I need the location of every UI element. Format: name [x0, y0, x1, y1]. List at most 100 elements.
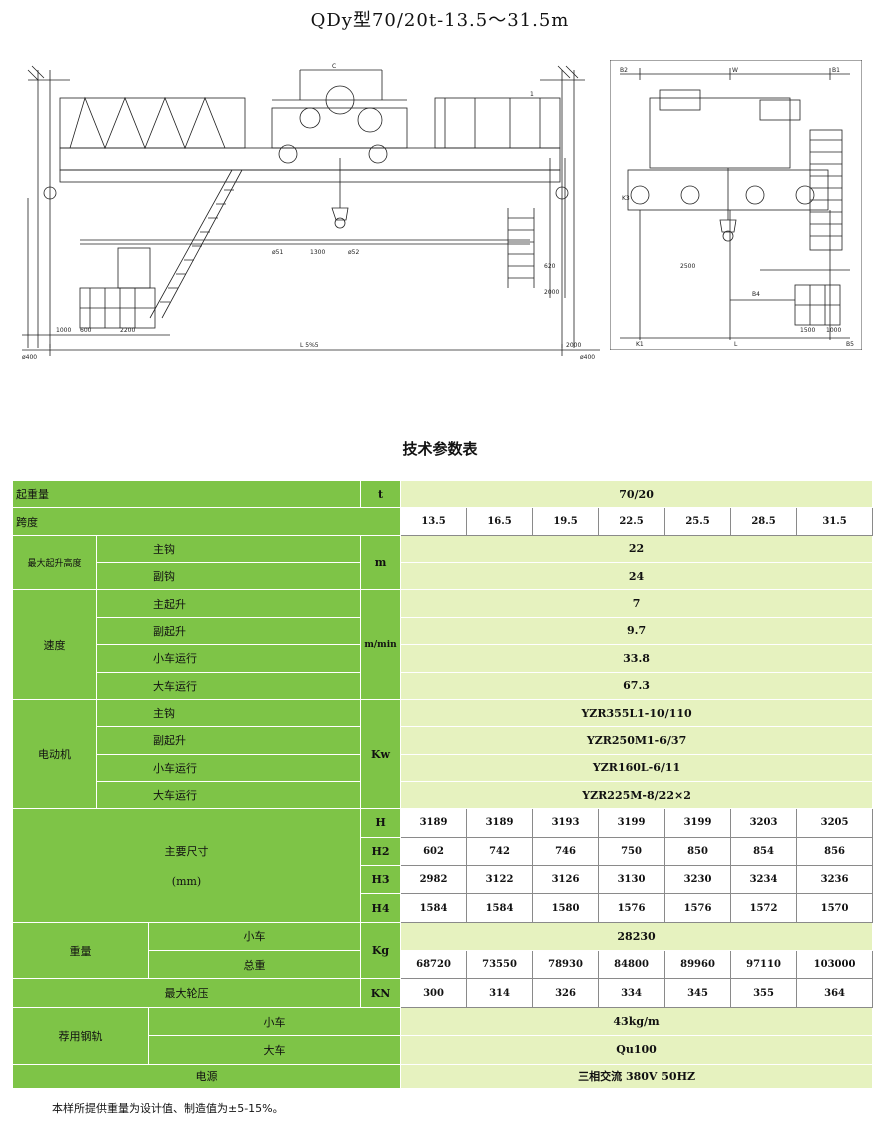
speed-label: 速度 — [12, 589, 97, 700]
dim-1000: 1000 — [826, 327, 841, 334]
speed-row-label: 主起升 — [95, 589, 362, 618]
weight-total-value: 97110 — [730, 950, 798, 980]
wheel-load-value: 300 — [400, 978, 468, 1008]
dimension-value: 1584 — [466, 893, 534, 923]
footnote: 本样所提供重量为设计值、制造值为±5-15%。 — [52, 1102, 284, 1115]
motor-value: YZR160L-6/11 — [400, 753, 874, 782]
dim-right-b: ø400 — [580, 354, 595, 361]
speed-value: 7 — [400, 589, 874, 618]
dimension-value: 3230 — [664, 865, 732, 895]
spec-table: 起重量 t 70/20 跨度 13.5 16.5 19.5 22.5 25.5 … — [11, 479, 874, 1090]
dimension-value: 3236 — [796, 865, 874, 895]
weight-total-value: 103000 — [796, 950, 874, 980]
dimension-code: H2 — [360, 836, 402, 867]
dim-right-a: 2000 — [566, 342, 581, 349]
lift-capacity-label: 起重量 — [11, 479, 362, 509]
max-height-row-label: 副钩 — [95, 562, 362, 591]
dim-hook-c: ø52 — [348, 249, 359, 256]
dimension-value: 1570 — [796, 893, 874, 923]
wheel-load-value: 364 — [796, 978, 874, 1008]
dim-left-c: 600 — [80, 327, 92, 334]
span-value: 19.5 — [532, 507, 600, 536]
power-value: 三相交流 380V 50HZ — [400, 1063, 874, 1090]
speed-row-label: 大车运行 — [95, 671, 362, 700]
wheel-load-value: 314 — [466, 978, 534, 1008]
weight-total-label: 总重 — [147, 950, 362, 980]
motor-value: YZR250M1-6/37 — [400, 726, 874, 755]
motor-row-label: 小车运行 — [95, 753, 362, 782]
dimension-value: 854 — [730, 836, 798, 867]
motor-value: YZR355L1-10/110 — [400, 698, 874, 728]
speed-value: 67.3 — [400, 671, 874, 700]
dimension-value: 746 — [532, 836, 600, 867]
dim-side-a: 620 — [544, 263, 556, 270]
dimension-value: 850 — [664, 836, 732, 867]
motor-unit: Kw — [360, 698, 402, 810]
dim-hook-a: ø51 — [272, 249, 283, 256]
dim-left-a: ø400 — [22, 354, 37, 361]
dim-b4: B4 — [752, 291, 760, 298]
dimension-value: 3130 — [598, 865, 666, 895]
weight-label: 重量 — [12, 921, 149, 980]
page-title: QDy型70/20t-13.5～31.5m — [310, 10, 570, 31]
dimension-value: 1572 — [730, 893, 798, 923]
dim-w: W — [732, 67, 738, 74]
weight-total-value: 89960 — [664, 950, 732, 980]
wheel-load-value: 345 — [664, 978, 732, 1008]
dimensions-label: 主要尺寸 — [164, 845, 209, 859]
motor-row-label: 副起升 — [95, 726, 362, 755]
weight-trolley-label: 小车 — [147, 921, 362, 952]
dim-b5: B5 — [846, 341, 854, 348]
motor-label: 电动机 — [12, 698, 97, 810]
max-height-unit: m — [360, 534, 402, 591]
dim-side-c: 1 — [530, 91, 534, 98]
rail-value: 43kg/m — [400, 1006, 874, 1037]
wheel-load-value: 326 — [532, 978, 600, 1008]
dimensions-label-cell: 主要尺寸 (mm) — [11, 808, 362, 923]
dimension-value: 742 — [466, 836, 534, 867]
dimension-value: 3205 — [796, 808, 874, 838]
dimension-value: 856 — [796, 836, 874, 867]
dim-left-d: 2200 — [120, 327, 135, 334]
dim-b1: B1 — [832, 67, 840, 74]
dimension-code: H4 — [360, 893, 402, 923]
dimension-value: 2982 — [400, 865, 468, 895]
rail-value: Qu100 — [400, 1035, 874, 1065]
dimension-value: 750 — [598, 836, 666, 867]
dimension-value: 602 — [400, 836, 468, 867]
weight-total-value: 68720 — [400, 950, 468, 980]
rail-row-label: 小车 — [147, 1006, 402, 1037]
wheel-load-unit: KN — [360, 978, 402, 1008]
motor-row-label: 主钩 — [95, 698, 362, 728]
lift-capacity-unit: t — [360, 479, 402, 509]
speed-value: 33.8 — [400, 644, 874, 673]
dim-2500: 2500 — [680, 263, 695, 270]
wheel-load-value: 334 — [598, 978, 666, 1008]
wheel-load-label: 最大轮压 — [11, 978, 362, 1008]
weight-trolley-value: 28230 — [400, 921, 874, 952]
span-value: 13.5 — [400, 507, 468, 536]
speed-row-label: 副起升 — [95, 616, 362, 646]
dimension-value: 1584 — [400, 893, 468, 923]
weight-total-value: 73550 — [466, 950, 534, 980]
span-value: 16.5 — [466, 507, 534, 536]
speed-row-label: 小车运行 — [95, 644, 362, 673]
span-value: 31.5 — [796, 507, 874, 536]
crane-front-elevation-drawing: ø400 1000 600 2200 L 5%5 2000 ø400 C ø51… — [22, 63, 600, 361]
max-height-value: 22 — [400, 534, 874, 564]
dimension-value: 1580 — [532, 893, 600, 923]
dimension-value: 3189 — [466, 808, 534, 838]
max-height-value: 24 — [400, 562, 874, 591]
dim-1500: 1500 — [800, 327, 815, 334]
span-value: 28.5 — [730, 507, 798, 536]
dimension-value: 3203 — [730, 808, 798, 838]
dim-trolley-c: C — [332, 63, 336, 70]
speed-unit: m/min — [360, 589, 402, 700]
dim-l: L — [734, 341, 738, 348]
motor-row-label: 大车运行 — [95, 780, 362, 810]
rail-label: 荐用钢轨 — [12, 1006, 149, 1065]
span-label: 跨度 — [11, 507, 402, 536]
table-title: 技术参数表 — [402, 440, 478, 458]
dim-b2: B2 — [620, 67, 628, 74]
span-value: 25.5 — [664, 507, 732, 536]
